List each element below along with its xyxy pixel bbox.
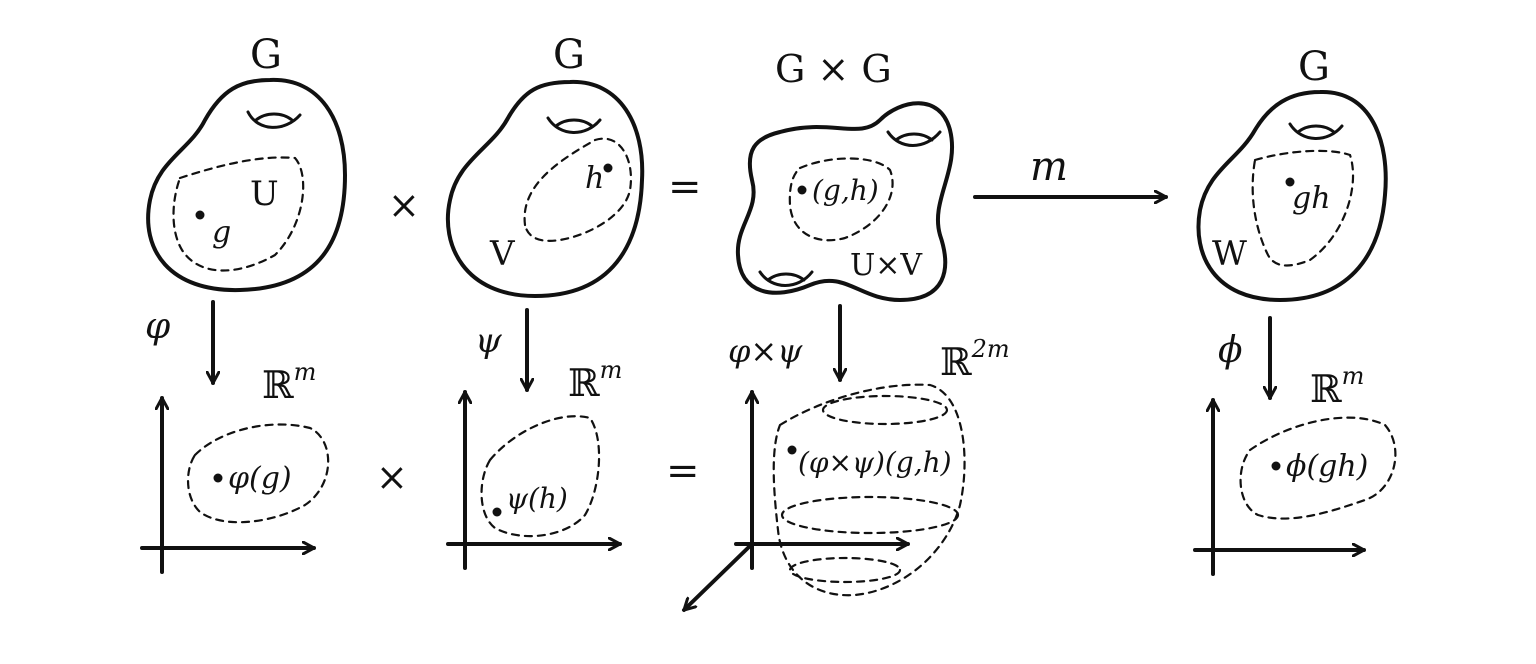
open-set-uxv <box>788 157 894 242</box>
chart-image-3 <box>772 383 966 597</box>
multiplication-label: m <box>1030 144 1068 190</box>
times-operator-lower: × <box>376 455 408 499</box>
point-product-chart-label: (φ×ψ)(g,h) <box>798 446 952 479</box>
point-phi-g-label: φ(g) <box>228 461 292 496</box>
euclidean-space-2-label: ℝm <box>568 356 622 405</box>
group-g4: G W gh <box>1196 44 1388 302</box>
open-set-u-label: U <box>250 174 279 214</box>
point-g <box>195 210 205 220</box>
chart-3-label: φ×ψ <box>728 332 803 370</box>
open-set-w-label: W <box>1212 234 1247 274</box>
point-phi-gh <box>1271 461 1281 471</box>
handle-icon <box>894 132 934 142</box>
chart-image-2 <box>480 415 601 538</box>
open-set-v-label: V <box>489 234 516 274</box>
group-gxg-blob <box>735 101 954 302</box>
times-operator: × <box>388 183 420 227</box>
handle-icon <box>1288 122 1344 140</box>
euclidean-space-4-label: ℝm <box>1310 362 1364 411</box>
euclidean-space-3-label: ℝ2m <box>940 335 1010 384</box>
chart-2-label: ψ <box>475 321 502 361</box>
euclidean-space-1: ℝm φ(g) <box>140 358 330 574</box>
euclidean-space-3: ℝ2m (φ×ψ)(g,h) <box>682 335 1010 612</box>
point-h <box>603 163 613 173</box>
handle-icon <box>766 272 806 282</box>
group-gxg-label: G × G <box>775 47 892 91</box>
point-psi-h <box>492 507 502 517</box>
chart-4-label: ϕ <box>1218 330 1243 371</box>
handle-icon <box>246 110 302 129</box>
equals-operator: = <box>668 164 702 210</box>
chart-1-label: φ <box>145 306 171 347</box>
point-g-label: g <box>212 215 231 250</box>
point-psi-h-label: ψ(h) <box>506 482 568 515</box>
point-product-chart <box>787 445 797 455</box>
handle-icon <box>554 118 594 128</box>
group-g4-label: G <box>1298 44 1330 90</box>
point-product-label: gh <box>1292 181 1331 216</box>
handle-icon <box>546 116 602 134</box>
group-g2-blob <box>445 79 645 298</box>
chart-image-4 <box>1239 416 1397 520</box>
point-h-label: h <box>585 161 604 196</box>
group-g4-blob <box>1196 89 1388 302</box>
chart-arrows: φ ψ φ×ψ ϕ <box>145 300 1270 400</box>
point-gh-pair <box>797 185 807 195</box>
chart-image-3-section <box>780 495 960 535</box>
handle-icon <box>758 270 814 287</box>
chart-image-1 <box>186 423 330 524</box>
handle-icon <box>1296 124 1336 134</box>
handle-icon <box>886 130 942 147</box>
open-set-w <box>1251 149 1355 267</box>
euclidean-space-1-label: ℝm <box>262 358 316 407</box>
chart-image-3-section <box>821 394 949 426</box>
z-axis <box>682 542 754 612</box>
euclidean-space-4: ℝm ϕ(gh) <box>1193 362 1397 576</box>
group-gxg: G × G U×V (g,h) <box>735 47 954 302</box>
group-g1-label: G <box>250 32 282 78</box>
equals-operator-lower: = <box>666 448 700 494</box>
euclidean-space-2: ℝm ψ(h) <box>446 356 622 570</box>
open-set-uxv-label: U×V <box>850 248 923 283</box>
group-g1: G U g <box>146 32 347 293</box>
point-phi-g <box>213 473 223 483</box>
open-set-u <box>172 156 305 272</box>
group-g1-blob <box>146 77 347 293</box>
open-set-v <box>523 137 633 242</box>
point-phi-gh-label: ϕ(gh) <box>1286 449 1368 484</box>
group-g2: G V h <box>445 32 645 298</box>
group-g2-label: G <box>553 32 585 78</box>
chart-image-3-section <box>788 556 902 584</box>
point-product <box>1285 177 1295 187</box>
handle-icon <box>254 112 294 122</box>
point-gh-pair-label: (g,h) <box>812 174 879 207</box>
